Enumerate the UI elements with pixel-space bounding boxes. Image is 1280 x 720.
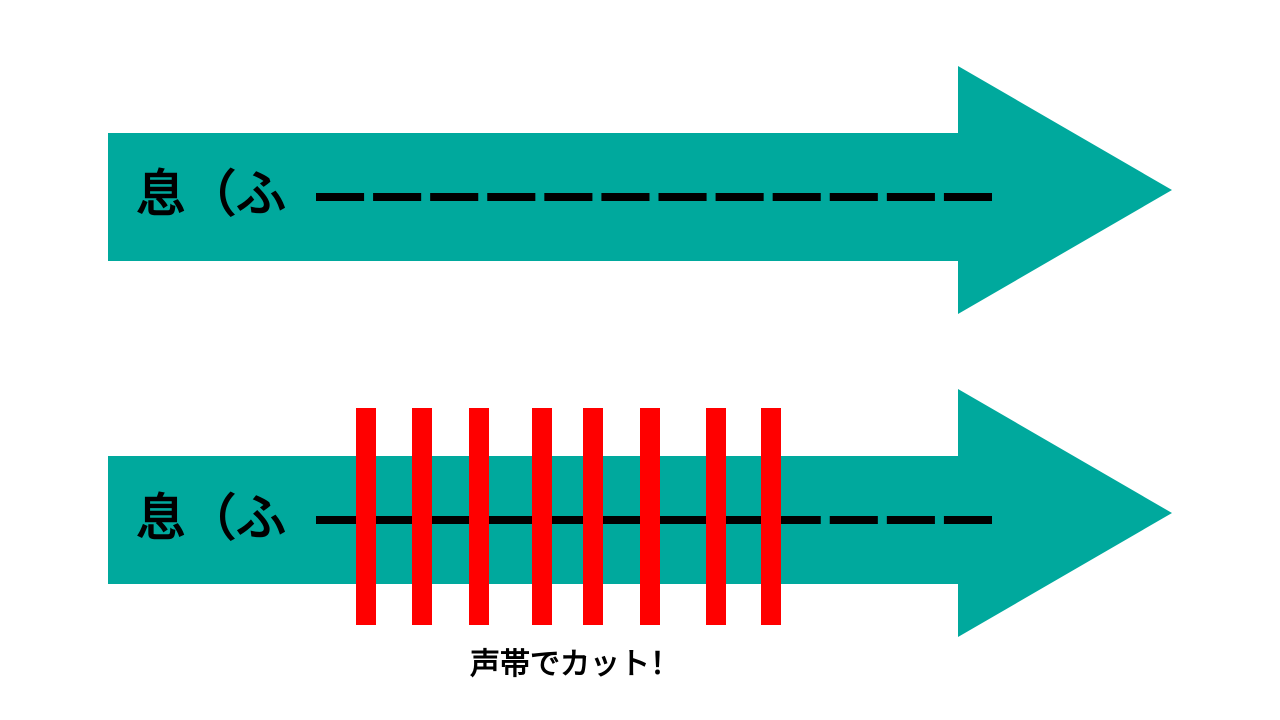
breath-dash xyxy=(430,516,479,524)
cut-bar xyxy=(532,408,552,625)
breath-dash xyxy=(715,193,764,201)
breath-dash xyxy=(886,193,935,201)
breath-dash xyxy=(601,516,650,524)
breath-dash xyxy=(430,193,479,201)
breath-dash xyxy=(316,516,365,524)
cut-bar xyxy=(761,408,781,625)
breath-dash xyxy=(544,516,593,524)
breath-dash xyxy=(715,516,764,524)
cut-bar xyxy=(706,408,726,625)
cut-bar xyxy=(469,408,489,625)
breath-label-top: 息（ふ xyxy=(136,165,286,223)
breath-dash xyxy=(772,516,821,524)
breath-dash xyxy=(772,193,821,201)
breath-dash xyxy=(316,193,365,201)
cut-bar xyxy=(640,408,660,625)
breath-dash xyxy=(487,193,536,201)
breath-dash xyxy=(373,193,422,201)
cut-caption: 声帯でカット！ xyxy=(470,647,680,682)
breath-arrow-top xyxy=(108,66,1172,314)
cut-bar xyxy=(356,408,376,625)
breath-dashes-bottom xyxy=(316,516,992,524)
breath-dash xyxy=(658,516,707,524)
vocal-cord-cut-bars xyxy=(356,408,781,625)
breath-dashes-top xyxy=(316,193,992,201)
breath-dash xyxy=(886,516,935,524)
breath-dash xyxy=(829,516,878,524)
breath-dash xyxy=(373,516,422,524)
breath-dash xyxy=(544,193,593,201)
breath-label-bottom: 息（ふ xyxy=(136,489,286,547)
cut-bar xyxy=(583,408,603,625)
cut-bar xyxy=(412,408,432,625)
breath-dash xyxy=(943,516,992,524)
breath-dash xyxy=(487,516,536,524)
breath-dash xyxy=(829,193,878,201)
breath-dash xyxy=(658,193,707,201)
breath-dash xyxy=(601,193,650,201)
breath-dash xyxy=(943,193,992,201)
